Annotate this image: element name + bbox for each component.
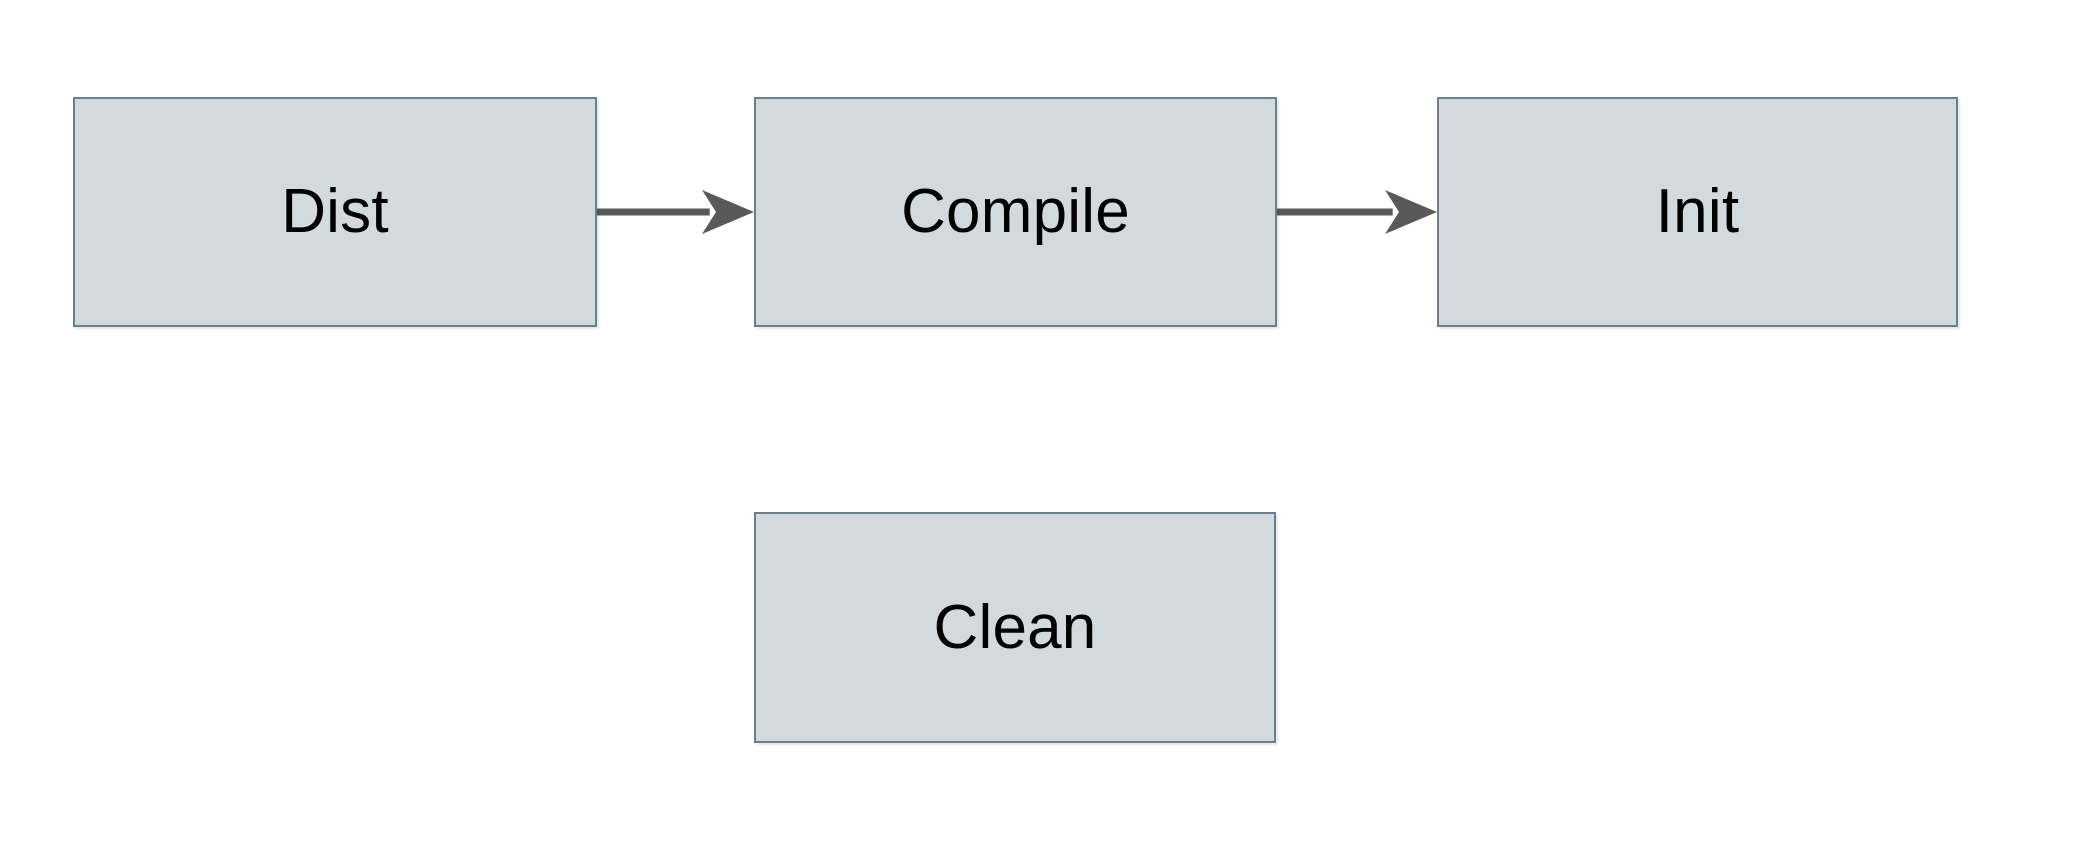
arrowhead-icon	[1385, 190, 1437, 234]
edge-compile-to-init[interactable]	[1277, 190, 1437, 234]
node-init-label: Init	[1655, 177, 1740, 246]
node-compile[interactable]: Compile	[754, 97, 1277, 327]
arrowhead-icon	[702, 190, 754, 234]
node-dist-label: Dist	[281, 177, 389, 246]
node-clean[interactable]: Clean	[754, 512, 1276, 743]
edge-shaft	[1277, 208, 1393, 216]
node-dist[interactable]: Dist	[73, 97, 597, 327]
edge-dist-to-compile[interactable]	[597, 190, 754, 234]
node-init[interactable]: Init	[1437, 97, 1958, 327]
edge-shaft	[597, 208, 710, 216]
node-compile-label: Compile	[901, 177, 1130, 246]
node-clean-label: Clean	[933, 592, 1097, 662]
